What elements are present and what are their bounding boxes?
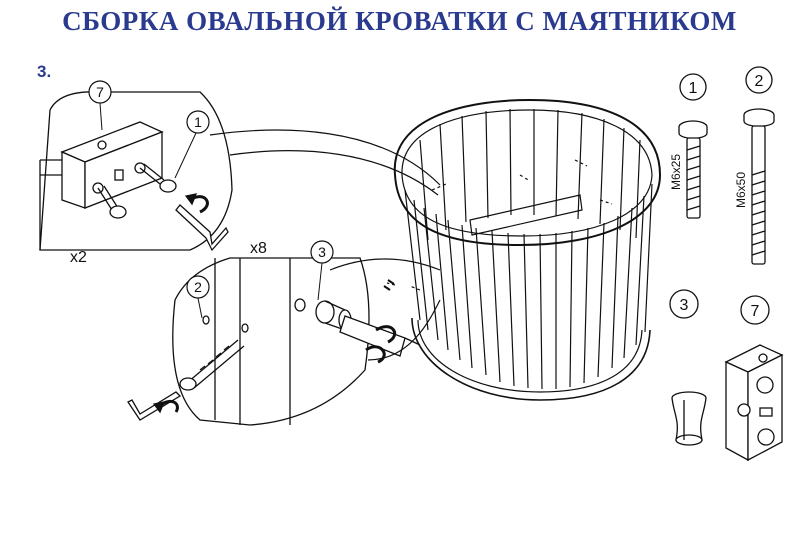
hex-key-icon xyxy=(127,391,182,421)
svg-text:3: 3 xyxy=(680,297,689,314)
callout-part-7: 7 xyxy=(88,80,112,131)
legend-part-2: 2 M6x50 xyxy=(734,66,775,265)
legend-part-3: 3 xyxy=(669,289,707,446)
barrel-nut-icon xyxy=(671,391,707,446)
quantity-x8-label: x8 xyxy=(250,240,267,257)
svg-text:M6x25: M6x25 xyxy=(669,154,683,190)
quantity-x2-label: x2 xyxy=(70,249,87,266)
detail-long-bolt-barrel-nut xyxy=(127,257,441,426)
callout-part-3: 3 xyxy=(310,240,334,301)
bolt-m6x50-icon xyxy=(743,108,775,265)
oval-crib-illustration xyxy=(383,98,662,401)
svg-text:M6x50: M6x50 xyxy=(734,172,748,208)
barrel-nut xyxy=(294,298,421,357)
svg-text:7: 7 xyxy=(96,84,104,100)
svg-text:1: 1 xyxy=(689,80,698,97)
bolt-m6x25-icon xyxy=(678,120,708,219)
svg-text:3: 3 xyxy=(318,244,326,260)
hex-key-icon xyxy=(175,204,229,252)
svg-text:7: 7 xyxy=(751,303,760,320)
bolt-m6x50 xyxy=(179,339,245,391)
callout-part-2: 2 xyxy=(186,275,210,319)
detail-connector-bolts xyxy=(39,91,441,252)
step-number: 3. xyxy=(37,62,52,81)
bolt-m6x25-left xyxy=(97,185,127,219)
svg-text:2: 2 xyxy=(755,73,764,90)
rotate-arrow-icon xyxy=(375,325,397,344)
bolt-m6x25-right xyxy=(139,163,177,193)
legend-part-7: 7 xyxy=(724,295,784,462)
svg-text:2: 2 xyxy=(194,279,202,295)
connector-icon xyxy=(724,344,784,462)
page-title: СБОРКА ОВАЛЬНОЙ КРОВАТКИ С МАЯТНИКОМ xyxy=(62,6,737,36)
svg-text:1: 1 xyxy=(194,114,202,130)
callout-part-1: 1 xyxy=(174,110,210,179)
rotate-arrow-icon xyxy=(365,345,386,364)
legend-part-1: 1 M6x25 xyxy=(669,73,708,219)
